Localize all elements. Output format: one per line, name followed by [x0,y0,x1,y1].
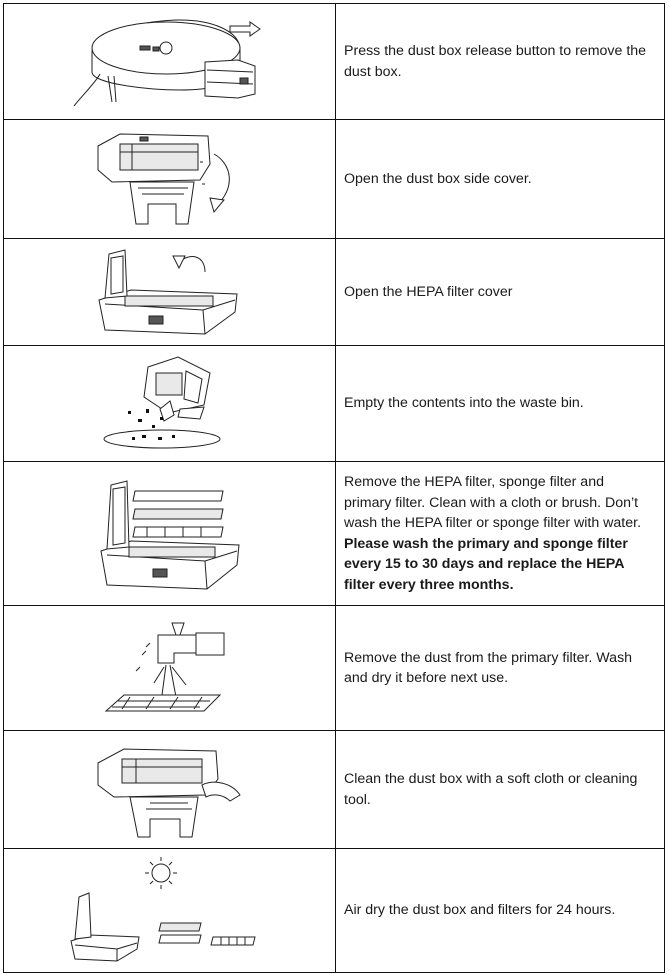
empty-bin-icon [100,351,240,456]
step-illustration-cell [3,461,336,606]
step-row: Press the dust box release button to rem… [3,3,665,120]
step-text: Air dry the dust box and filters for 24 … [344,902,616,919]
step-illustration-cell [3,848,336,973]
step-text-cell: Empty the contents into the waste bin. [335,345,665,462]
step-text-cell: Remove the HEPA filter, sponge filter an… [335,461,665,606]
step-row: Open the HEPA filter cover [3,238,665,346]
step-text: Remove the dust from the primary filter.… [344,649,633,687]
step-text: Open the dust box side cover. [344,170,532,187]
step-row: Remove the dust from the primary filter.… [3,605,665,731]
step-illustration-cell [3,345,336,462]
hepa-cover-open-icon [95,242,245,342]
sun-dry-icon [65,853,275,968]
step-text-cell: Air dry the dust box and filters for 24 … [335,848,665,973]
cloth-clean-icon [90,737,250,842]
instruction-table: Press the dust box release button to rem… [3,3,665,973]
step-illustration-cell [3,730,336,849]
step-text: Open the HEPA filter cover [344,283,513,300]
step-text: Remove the HEPA filter, sponge filter an… [344,474,642,531]
step-illustration-cell [3,119,336,239]
step-row: Empty the contents into the waste bin. [3,345,665,462]
faucet-wash-icon [100,611,240,726]
step-text-cell: Open the dust box side cover. [335,119,665,239]
step-illustration-cell [3,3,336,120]
step-text-cell: Open the HEPA filter cover [335,238,665,346]
step-row: Clean the dust box with a soft cloth or … [3,730,665,849]
step-row: Open the dust box side cover. [3,119,665,239]
step-text: Clean the dust box with a soft cloth or … [344,771,638,808]
robot-vacuum-arrow-icon [70,12,270,112]
step-text-cell: Press the dust box release button to rem… [335,3,665,120]
step-text-cell: Remove the dust from the primary filter.… [335,605,665,731]
step-illustration-cell [3,238,336,346]
step-warning-text: Please wash the primary and sponge filte… [344,535,628,593]
step-illustration-cell [3,605,336,731]
filters-removed-icon [95,469,245,599]
step-text: Press the dust box release button to rem… [344,43,647,80]
step-row: Remove the HEPA filter, sponge filter an… [3,461,665,606]
step-text: Empty the contents into the waste bin. [344,395,584,412]
step-text-cell: Clean the dust box with a soft cloth or … [335,730,665,849]
step-row: Air dry the dust box and filters for 24 … [3,848,665,973]
dust-box-side-cover-icon [90,124,250,234]
